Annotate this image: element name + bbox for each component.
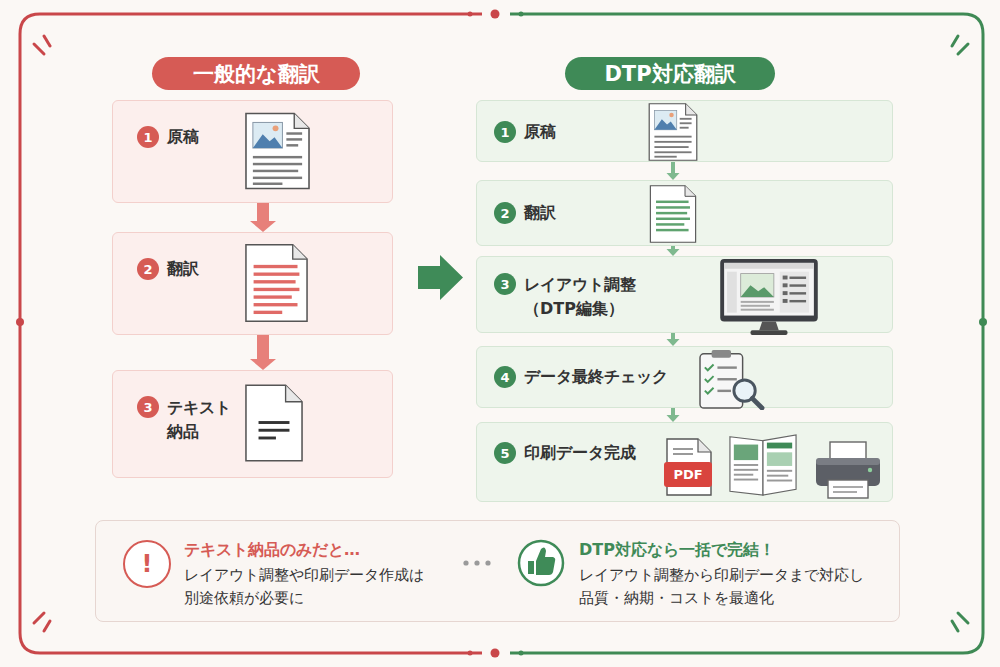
flow-arrow: [250, 203, 276, 232]
frame-border: [952, 36, 958, 46]
callout-number: 3: [500, 277, 509, 292]
transition-arrow: [418, 255, 463, 300]
process-box: レイアウト調整 （DTP編集） 3: [476, 256, 893, 333]
column-header: 一般的な翻訳: [152, 57, 360, 90]
arrow-shaft: [671, 333, 675, 340]
frame-border: [44, 621, 50, 631]
frame-border: [34, 36, 50, 631]
frame-border: [519, 651, 524, 656]
arrow-shaft: [671, 162, 675, 174]
arrow-head: [667, 249, 680, 256]
icon-label: PDF: [664, 462, 712, 487]
summary-text: レイアウト調整や印刷データ作成は 別途依頼が必要に: [184, 564, 425, 610]
callout-number: 1: [143, 130, 152, 145]
step-title: データ最終チェック: [524, 366, 668, 388]
callout-number: 2: [143, 262, 152, 277]
step-number: 3: [137, 396, 159, 418]
flow-arrow: [667, 408, 680, 422]
summary-text: テキスト納品のみだと…: [184, 539, 360, 561]
frame-border: [34, 613, 44, 623]
step-number: 1: [494, 121, 516, 143]
frame-border: [491, 10, 500, 19]
step-number: 4: [494, 366, 516, 388]
frame-border: [952, 621, 958, 631]
frame-border: [979, 318, 987, 326]
arrow-head: [250, 359, 276, 370]
arrow-shaft: [257, 335, 269, 360]
step-number: 2: [494, 202, 516, 224]
frame-border: [34, 44, 44, 54]
callout-number: 5: [500, 446, 509, 461]
process-box: 印刷データ完成 5: [476, 422, 893, 502]
arrow-head: [250, 221, 276, 232]
flow-arrow: [667, 246, 680, 256]
arrow-head: [667, 173, 680, 180]
callout-number: 4: [500, 370, 509, 385]
process-box: データ最終チェック 4: [476, 346, 893, 408]
step-title: 原稿: [524, 121, 556, 143]
process-box: 原稿 1: [476, 100, 893, 162]
column-header: DTP対応翻訳: [565, 57, 775, 90]
step-title: 翻訳: [524, 202, 556, 224]
warning-mark: !: [142, 550, 153, 578]
process-box: テキスト 納品 3: [112, 370, 393, 478]
frame-border: [952, 36, 968, 631]
frame-border: [16, 318, 24, 326]
step-number: 5: [494, 442, 516, 464]
arrow-shaft: [671, 408, 675, 416]
header-text: DTP対応翻訳: [604, 60, 735, 88]
header-text: 一般的な翻訳: [193, 60, 320, 88]
arrow-head: [667, 339, 680, 346]
process-box: 原稿 1: [112, 100, 393, 203]
step-title: 翻訳: [167, 258, 199, 280]
summary-box: テキスト納品のみだと… レイアウト調整や印刷データ作成は 別途依頼が必要に DTP対…: [95, 520, 900, 622]
step-title: 印刷データ完成: [524, 442, 636, 464]
frame-border: [491, 649, 500, 658]
frame-border: [958, 44, 968, 54]
step-title: レイアウト調整 （DTP編集）: [524, 273, 644, 321]
callout-number: 1: [500, 125, 509, 140]
callout-number: 3: [143, 400, 152, 415]
step-title: テキスト 納品: [167, 396, 241, 444]
arrow-shaft: [671, 246, 675, 250]
process-box: 翻訳 2: [476, 180, 893, 246]
flow-arrow: [667, 333, 680, 346]
frame-border: [468, 12, 473, 17]
step-number: 2: [137, 258, 159, 280]
arrow-shaft: [257, 203, 269, 222]
flow-arrow: [667, 162, 680, 180]
summary-text: DTP対応なら一括で完結！: [579, 539, 775, 561]
frame-border: [44, 36, 50, 46]
step-number: 1: [137, 126, 159, 148]
summary-text: レイアウト調整から印刷データまで対応し 品質・納期・コストを最適化: [579, 564, 863, 610]
process-box: 翻訳 2: [112, 232, 393, 335]
frame-border: [519, 12, 524, 17]
step-number: 3: [494, 273, 516, 295]
flow-arrow: [250, 335, 276, 370]
warning-circle: !: [123, 540, 171, 588]
arrow-head: [667, 415, 680, 422]
step-title: 原稿: [167, 126, 199, 148]
frame-border: [468, 651, 473, 656]
frame-border: [958, 613, 968, 623]
callout-number: 2: [500, 206, 509, 221]
